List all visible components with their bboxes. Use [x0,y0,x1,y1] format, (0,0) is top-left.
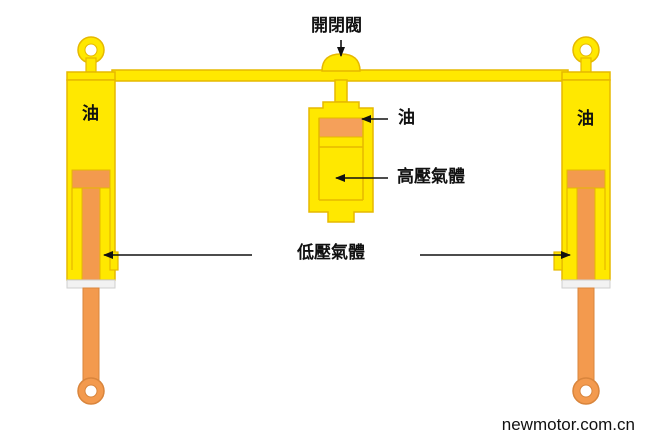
right-strut [553,36,611,405]
accumulator-feed-pipe [334,79,348,103]
open-close-valve [321,53,361,72]
left-strut [66,36,119,405]
oil-label-left: 油 [82,104,99,124]
valve-label: 開閉閥 [311,16,362,36]
low-pressure-gas-label: 低壓氣體 [297,243,365,263]
accumulator-oil-chamber [318,117,364,138]
watermark: newmotor.com.cn [501,415,635,434]
oil-label-right: 油 [577,109,594,129]
accumulator-oil-label: 油 [398,108,415,128]
high-pressure-gas-label: 高壓氣體 [397,167,465,187]
